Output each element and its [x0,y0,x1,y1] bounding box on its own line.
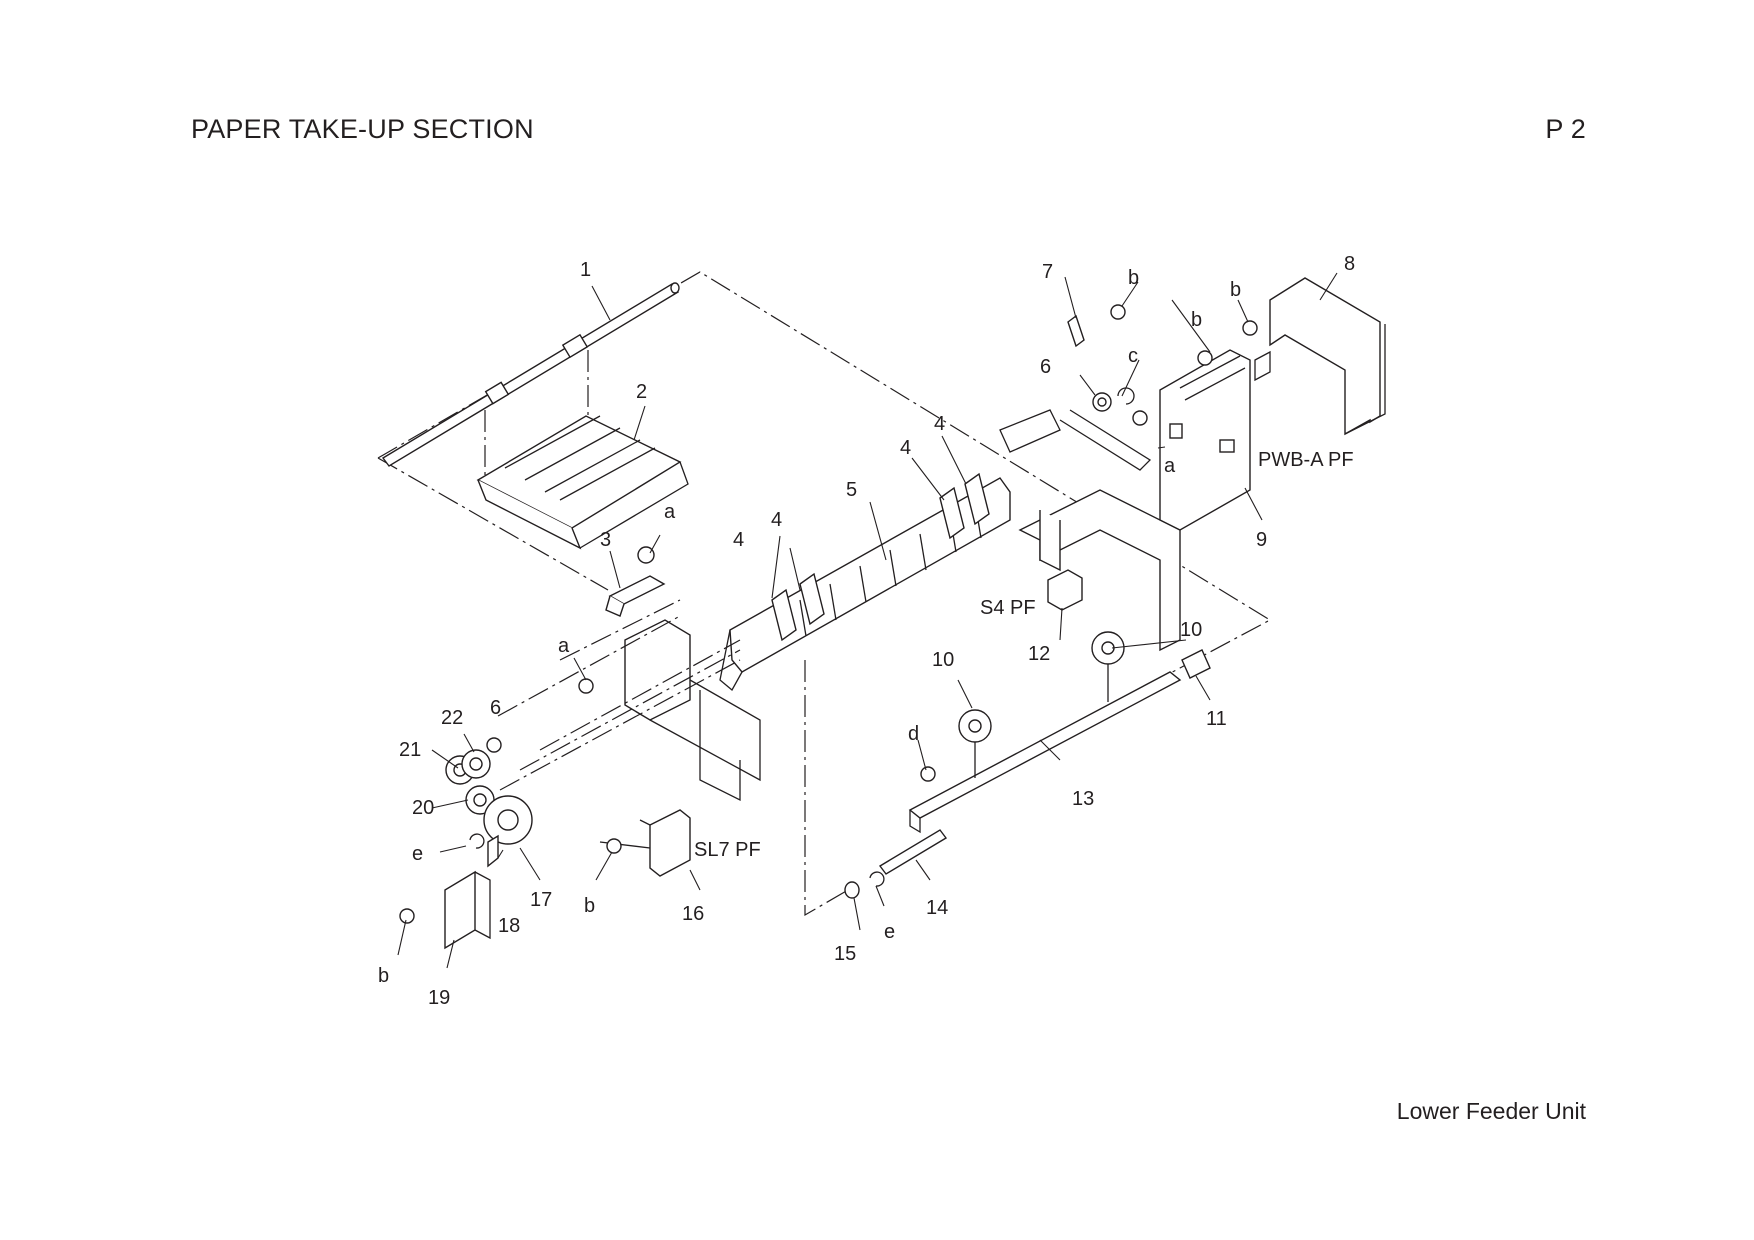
callout-6: 6 [490,697,501,719]
callout-labels: 1 2 3 4 4 4 4 5 6 6 7 8 9 10 10 11 12 13… [378,253,1355,1009]
cover-part-8 [1254,277,1386,436]
callout-7: 7 [1042,261,1053,283]
screw-callout-a: a [664,501,676,523]
screw-callout-a: a [1164,455,1176,477]
callout-1: 1 [580,259,591,281]
callout-4: 4 [771,509,782,531]
callout-11: 11 [1206,708,1227,730]
callout-20: 20 [412,797,434,819]
shaft-part-1 [381,282,680,467]
callout-16: 16 [682,903,704,925]
sensor-part-12 [1047,569,1083,611]
sensor-label: S4 PF [980,597,1036,619]
ering-callout-e: e [884,921,895,943]
callout-9: 9 [1256,529,1267,551]
callout-6: 6 [1040,356,1051,378]
ering-callout-e: e [412,843,423,865]
callout-5: 5 [846,479,857,501]
solenoid-part-16 [599,809,691,877]
callout-21: 21 [399,739,421,761]
screw-callout-b: b [584,895,595,917]
callout-4: 4 [900,437,911,459]
page-number: P 2 [1545,114,1586,144]
screw-callout-b: b [1230,279,1241,301]
screws-left [578,546,655,694]
callout-13: 13 [1072,788,1094,810]
callout-3: 3 [600,529,611,551]
left-frame [497,599,761,802]
callout-15: 15 [834,943,856,965]
screw-callout-b: b [1128,267,1139,289]
small-parts-7-6 [1067,304,1258,426]
callout-18: 18 [498,915,520,937]
leader-lines [397,272,1338,969]
screw-callout-b: b [1191,309,1202,331]
guide-tray-part-2 [476,350,689,550]
callout-12: 12 [1028,643,1050,665]
callout-10: 10 [932,649,954,671]
unit-name: Lower Feeder Unit [1396,1098,1586,1124]
cover-part-19 [399,870,491,950]
callout-10: 10 [1180,619,1202,641]
screw-callout-c: c [1128,345,1138,367]
shaft-part-14 [469,829,948,899]
solenoid-label: SL7 PF [694,839,761,861]
callout-17: 17 [530,889,552,911]
pickup-assembly [908,631,1211,834]
screw-callout-b: b [378,965,389,987]
callout-2: 2 [636,381,647,403]
callout-4: 4 [934,413,945,435]
callout-14: 14 [926,897,948,919]
feed-guide-part-5 [719,472,1011,692]
callout-22: 22 [441,707,463,729]
bracket-part-3 [605,575,666,617]
page-title: PAPER TAKE-UP SECTION [191,114,534,144]
screw-callout-d: d [908,723,919,745]
pwb-label: PWB-A PF [1258,449,1354,471]
callout-19: 19 [428,987,450,1009]
right-frame [999,409,1181,652]
gear-cluster [445,737,533,868]
callout-4: 4 [733,529,744,551]
pwb-board-part-9 [1159,349,1251,531]
screw-callout-a: a [558,635,570,657]
callout-8: 8 [1344,253,1355,275]
